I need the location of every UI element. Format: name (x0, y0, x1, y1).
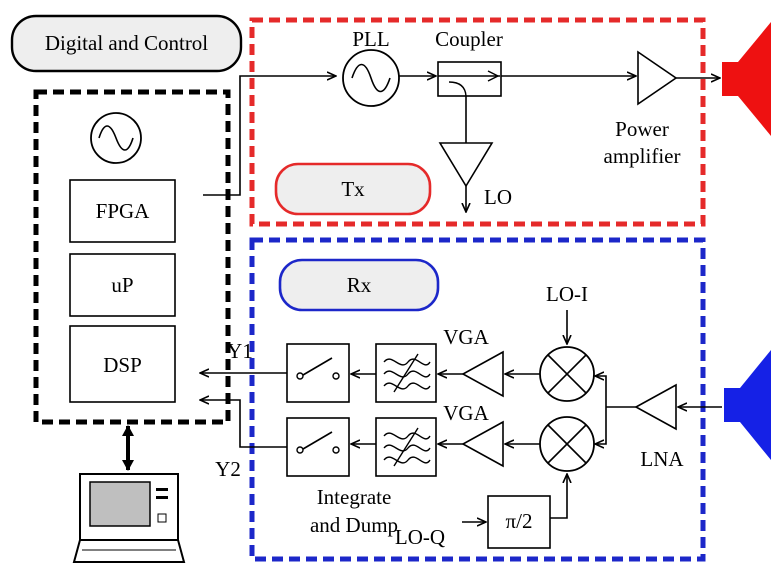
digital-title: Digital and Control (45, 31, 208, 55)
mixer-i-icon (539, 346, 595, 402)
power-amplifier-label-1: Power (615, 117, 669, 141)
switch-bottom-icon (286, 417, 350, 477)
power-amplifier-label-2: amplifier (604, 144, 681, 168)
vga-bottom-label: VGA (443, 401, 489, 425)
pll-oscillator-icon (342, 49, 400, 107)
lo-q-label: LO-Q (395, 525, 445, 549)
y1-label: Y1 (227, 339, 253, 363)
fpga-label: FPGA (96, 199, 151, 223)
filter-bottom-icon (375, 417, 437, 477)
integrate-label-1: Integrate (317, 485, 392, 509)
power-amplifier-icon (637, 50, 678, 106)
oscillator-icon (90, 112, 142, 164)
split-to-mixer-i (595, 376, 607, 407)
tx-section-border (249, 17, 706, 227)
up-block: uP (69, 253, 176, 317)
mixer-q-icon (539, 416, 595, 472)
digital-title-pill: Digital and Control (10, 14, 243, 73)
lo-amplifier-icon (438, 142, 494, 188)
lo-i-label: LO-I (546, 282, 588, 306)
switch-top-icon (286, 343, 350, 403)
split-to-mixer-q (595, 407, 607, 444)
integrate-label-2: and Dump (310, 513, 398, 537)
phase-to-mixer-q (550, 474, 567, 519)
fpga-to-pll-wire (203, 76, 336, 196)
digital-section-border (33, 89, 231, 425)
rx-horn-antenna-icon (724, 350, 771, 460)
lo-label: LO (484, 185, 512, 209)
up-label: uP (111, 273, 133, 297)
coupler-block (437, 61, 502, 97)
vga-bottom-amplifier-icon (461, 420, 504, 468)
vga-top-amplifier-icon (461, 350, 504, 398)
rx-label: Rx (347, 273, 372, 297)
y2-label: Y2 (215, 457, 241, 481)
tx-label: Tx (341, 177, 365, 201)
lna-amplifier-icon (634, 383, 677, 431)
coupler-label: Coupler (435, 27, 503, 51)
fpga-block: FPGA (69, 179, 176, 243)
phase-shift-label: π/2 (506, 509, 533, 533)
rx-section-border (249, 237, 706, 562)
pll-label: PLL (352, 27, 389, 51)
dsp-label: DSP (103, 353, 142, 377)
tx-pill: Tx (274, 162, 432, 216)
laptop-icon (72, 473, 186, 563)
tx-horn-antenna-icon (722, 22, 771, 136)
rx-pill: Rx (278, 258, 440, 312)
dsp-block: DSP (69, 325, 176, 403)
switch-bottom-to-dsp (200, 400, 287, 448)
vga-top-label: VGA (443, 325, 489, 349)
lna-label: LNA (640, 447, 684, 471)
filter-top-icon (375, 343, 437, 403)
phase-shift-block: π/2 (487, 495, 551, 549)
